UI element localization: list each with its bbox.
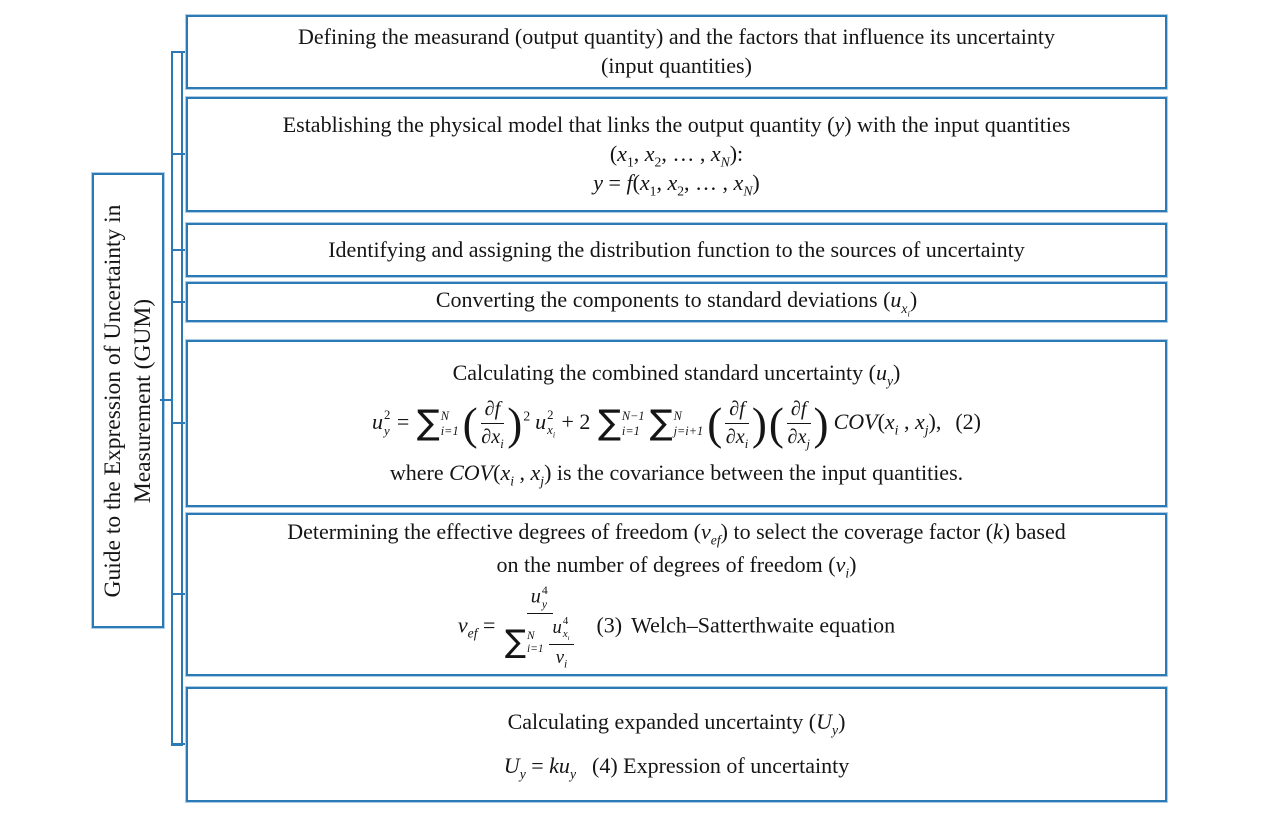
sigma-symbol: ∑ [597, 403, 621, 444]
step2-input-quantities: (x1, x2, … , xN): [609, 140, 744, 170]
sigma-symbol: ∑ [504, 624, 527, 661]
step-box-distribution-function: Identifying and assigning the distributi… [185, 222, 1168, 278]
step1-text-line1: Defining the measurand (output quantity)… [298, 24, 1055, 50]
step3-text: Identifying and assigning the distributi… [328, 236, 1025, 262]
connector-stub-step5 [171, 422, 188, 424]
connector-stub-step7 [171, 743, 188, 745]
step7-title: Calculating expanded uncertainty (Uy) [507, 708, 846, 738]
step-box-defining-measurand: Defining the measurand (output quantity)… [185, 14, 1168, 90]
step6-text-line2: on the number of degrees of freedom (vi) [496, 552, 857, 581]
step5-title: Calculating the combined standard uncert… [452, 359, 901, 388]
connector-stub-step2 [171, 153, 188, 155]
step1-text-line2: (input quantities) [601, 53, 752, 78]
sigma-symbol: ∑ [649, 403, 673, 444]
step4-text: Converting the components to standard de… [435, 287, 918, 319]
connector-stub-gum [160, 399, 173, 401]
step-box-expanded-uncertainty: Calculating expanded uncertainty (Uy) Uy… [185, 686, 1168, 803]
gum-sidebar-label-line1: Guide to the Expression of Uncertainty i… [99, 204, 126, 597]
step6-text-line1: Determining the effective degrees of fre… [287, 519, 1066, 548]
step5-covariance-note: where COV(xi , xj) is the covariance bet… [389, 460, 964, 489]
connector-stub-step3 [171, 249, 188, 251]
gum-sidebar-box: Guide to the Expression of Uncertainty i… [91, 172, 165, 629]
connector-stub-step6 [171, 593, 188, 595]
step-box-physical-model: Establishing the physical model that lin… [185, 96, 1168, 213]
step2-text-line1: Establishing the physical model that lin… [282, 112, 1071, 138]
step-box-combined-uncertainty: Calculating the combined standard uncert… [185, 339, 1168, 508]
equation-4-expanded-uncertainty: Uy = kuy(4) Expression of uncertainty [503, 753, 850, 782]
sigma-symbol: ∑ [416, 403, 440, 444]
gum-sidebar-label: Guide to the Expression of Uncertainty i… [98, 175, 158, 627]
step-box-standard-deviations: Converting the components to standard de… [185, 281, 1168, 323]
step2-model-equation: y = f(x1, x2, … , xN) [593, 169, 760, 199]
connector-stub-step1 [171, 51, 188, 53]
step-box-effective-degrees-of-freedom: Determining the effective degrees of fre… [185, 512, 1168, 677]
connector-stub-step4 [171, 301, 188, 303]
gum-sidebar-label-line2: Measurement (GUM) [130, 298, 156, 503]
